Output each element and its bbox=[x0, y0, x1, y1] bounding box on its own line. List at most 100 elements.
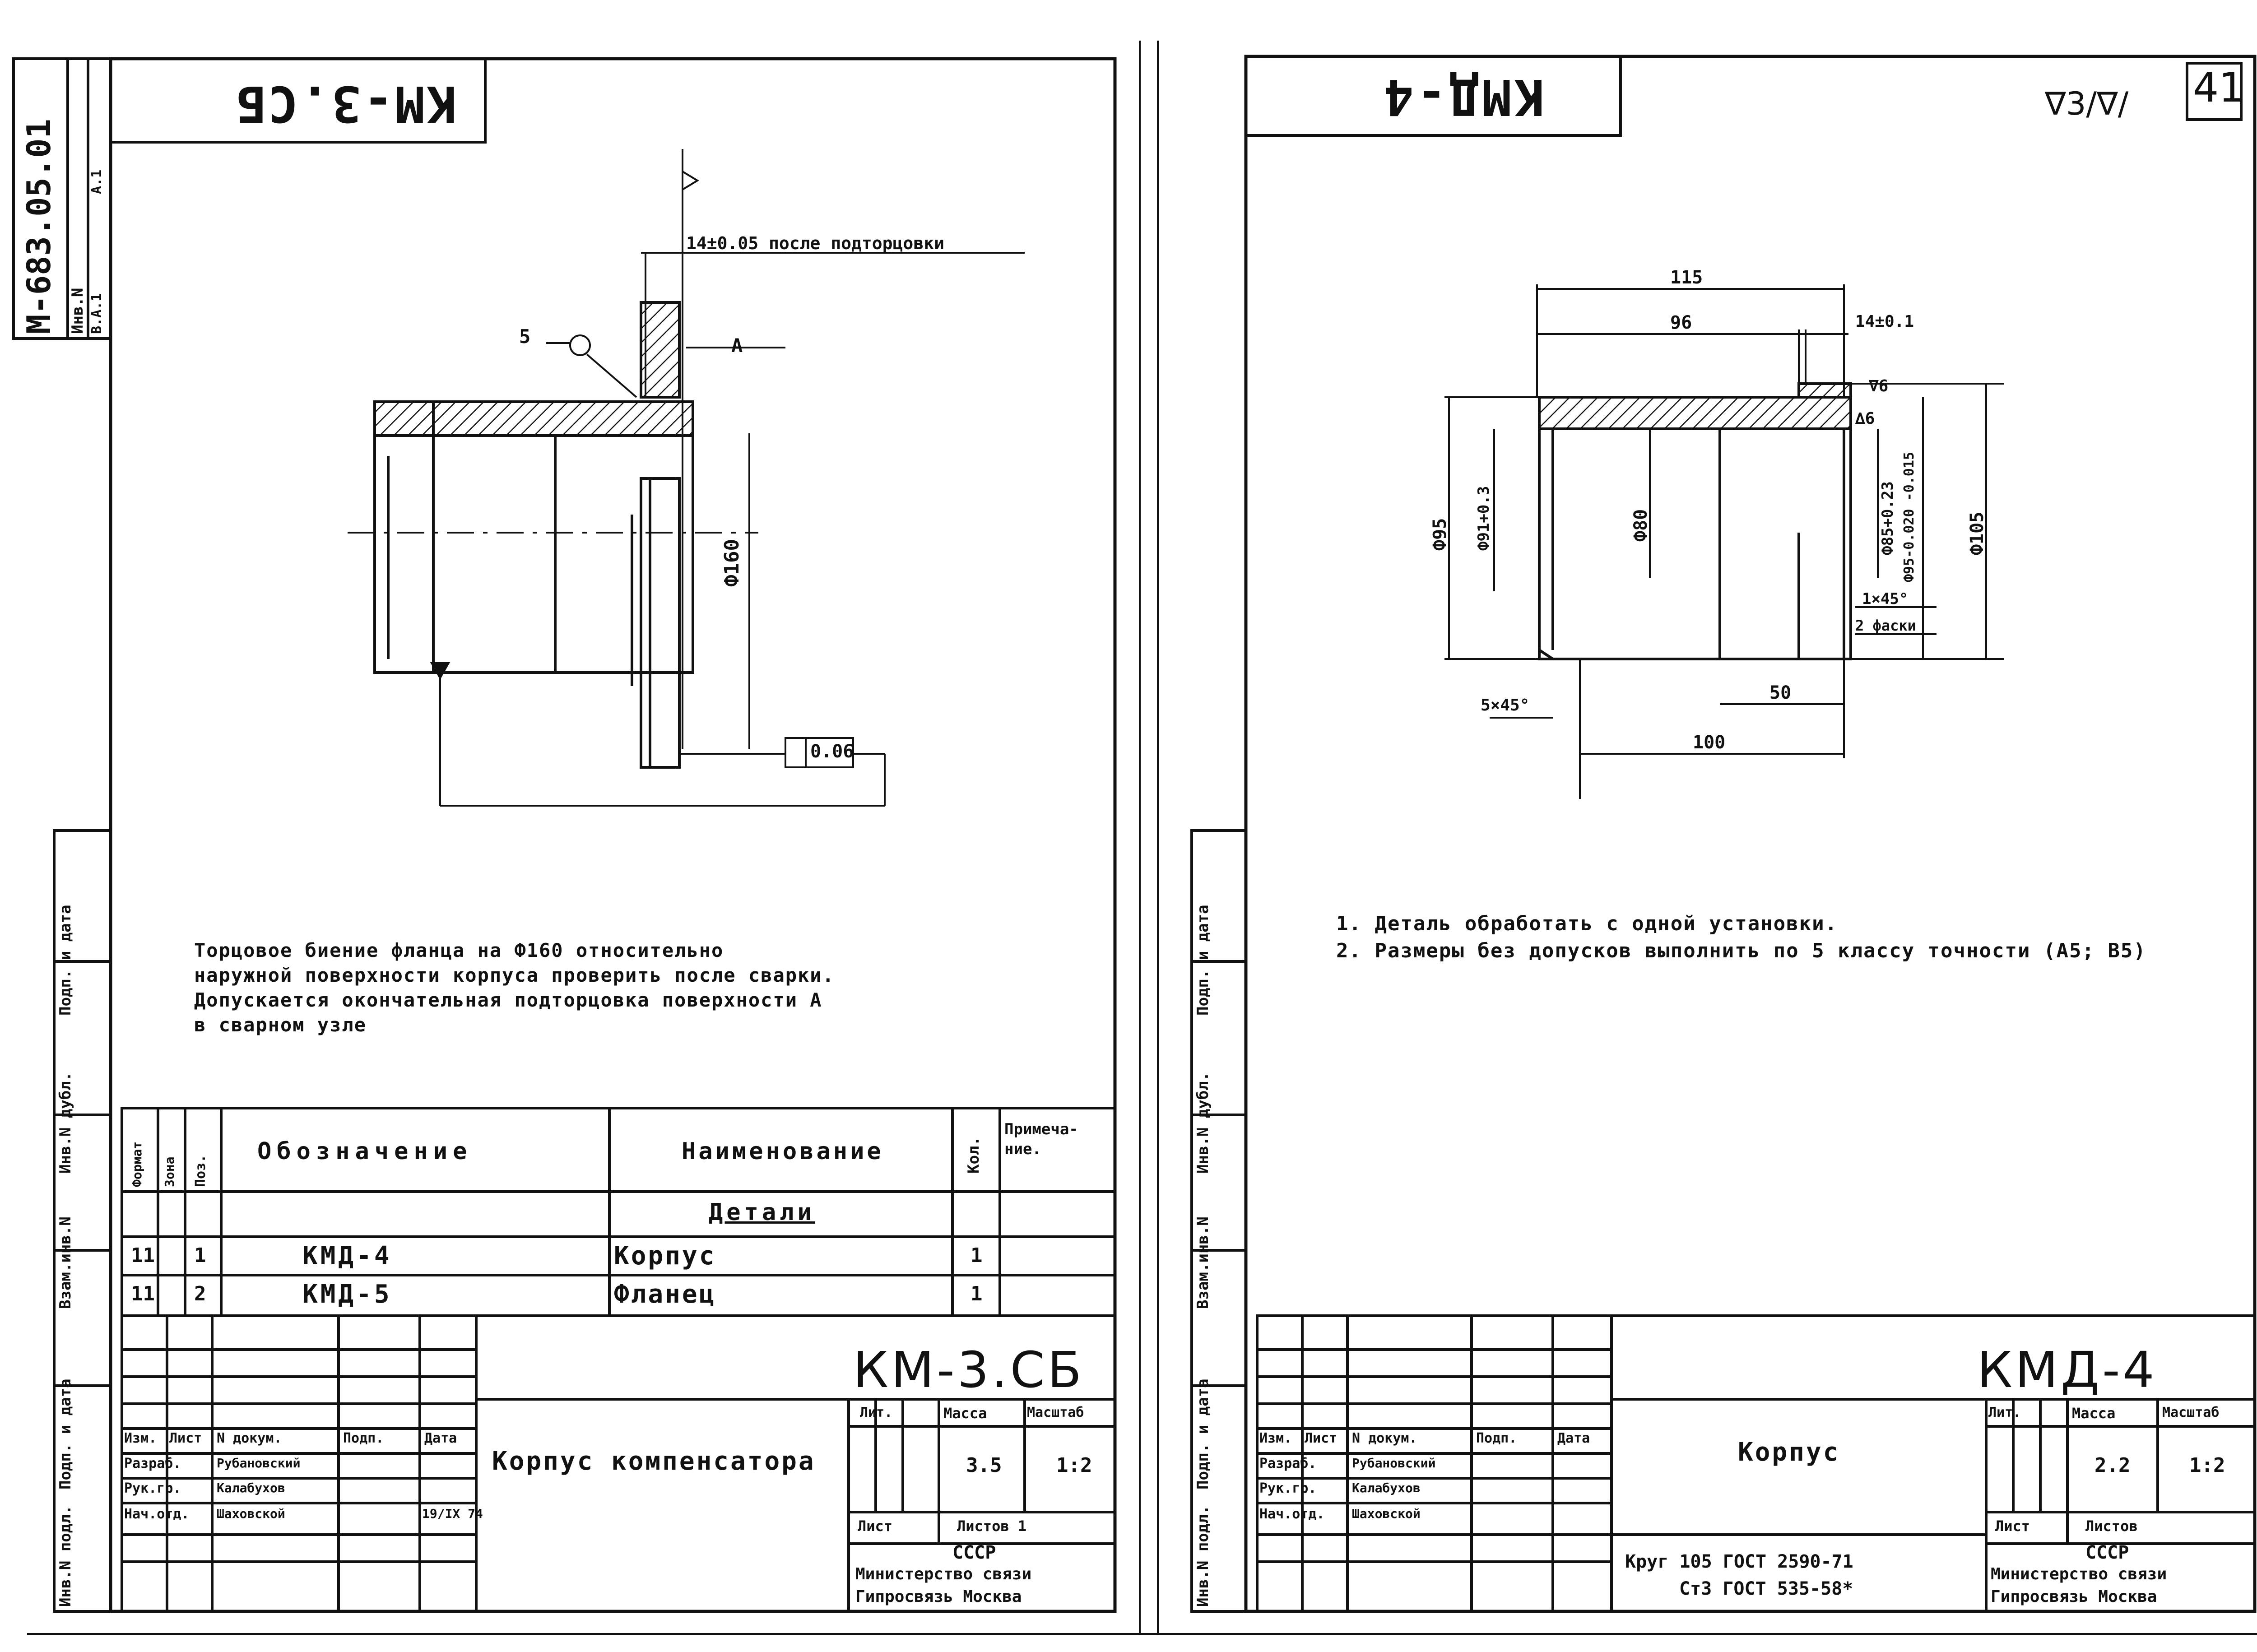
spec-row-2-qty: 1 bbox=[971, 1282, 983, 1305]
right-tb-hdr-izm: Изм. bbox=[1259, 1430, 1292, 1446]
right-tb-role-razrab: Разраб. bbox=[1259, 1456, 1317, 1471]
spec-header-name: Наименование bbox=[682, 1138, 884, 1165]
spec-header-qty: Кол. bbox=[965, 1137, 983, 1174]
spec-row-1-qty: 1 bbox=[971, 1244, 983, 1267]
right-tb-hdr-date: Дата bbox=[1557, 1430, 1590, 1446]
side-label-podp-data-2: Подп. и дата bbox=[56, 905, 74, 1016]
dim-length-96: 96 bbox=[1670, 312, 1692, 333]
left-tb-org-3: Гипросвязь Москва bbox=[855, 1587, 1022, 1606]
left-tb-hdr-date: Дата bbox=[424, 1430, 457, 1446]
left-tb-sheet-label: Лист bbox=[858, 1517, 893, 1535]
left-tb-scale-label: Масштаб bbox=[1027, 1405, 1084, 1420]
right-tb-role-nach: Нач.отд. bbox=[1259, 1506, 1325, 1522]
spec-row-2-designation: КМД-5 bbox=[302, 1280, 392, 1309]
right-tb-hdr-list: Лист bbox=[1305, 1430, 1337, 1446]
right-side-label-podp-data: Подп. и дата bbox=[1194, 1378, 1212, 1490]
side-label-vzam-inv: Взам.инв.N bbox=[56, 1216, 74, 1309]
dim-length-100: 100 bbox=[1693, 732, 1726, 753]
dim-length-115: 115 bbox=[1670, 267, 1703, 288]
dim-diameter-160: Ф160 bbox=[720, 539, 743, 587]
spec-header-format: Формат bbox=[130, 1141, 144, 1187]
dim-diameter-95: Ф95 bbox=[1430, 518, 1450, 551]
margin-inv-sheet: А.1 bbox=[89, 169, 105, 194]
side-label-inv-dubl: Инв.N дубл. bbox=[56, 1072, 74, 1174]
right-title-code: КМД-4 bbox=[1977, 1341, 2157, 1399]
side-label-inv-podl: Инв.N подл. bbox=[56, 1505, 74, 1607]
weld-mark-number: 5 bbox=[519, 325, 531, 348]
right-tb-name-ruk: Калабухов bbox=[1352, 1480, 1421, 1495]
right-tb-mass-label: Масса bbox=[2072, 1405, 2116, 1422]
left-tb-role-ruk: Рук.гр. bbox=[124, 1480, 181, 1496]
right-tb-mass: 2.2 bbox=[2094, 1454, 2131, 1477]
right-tb-sheets-label: Листов bbox=[2085, 1517, 2138, 1535]
spec-row-1-name: Корпус bbox=[614, 1241, 716, 1271]
left-tb-hdr-ndoc: N докум. bbox=[217, 1430, 282, 1446]
right-material-line-1: Круг 105 ГОСТ 2590-71 bbox=[1625, 1551, 1853, 1572]
spec-header-note: Примеча-ние. bbox=[1004, 1120, 1078, 1159]
left-tb-org-1: СССР bbox=[952, 1542, 996, 1563]
right-side-label-vzam-inv: Взам.инв.N bbox=[1194, 1216, 1212, 1309]
spec-header-zone: Зона bbox=[162, 1156, 177, 1187]
dim-length-50: 50 bbox=[1769, 682, 1792, 703]
spec-row-2-pos: 2 bbox=[194, 1282, 206, 1305]
right-side-label-inv-podl: Инв.N подл. bbox=[1194, 1505, 1212, 1607]
right-top-stamp: КМД-4 bbox=[1381, 68, 1545, 126]
runout-tolerance: 0.06 bbox=[810, 741, 854, 762]
right-tb-role-ruk: Рук.гр. bbox=[1259, 1480, 1317, 1496]
left-tb-date-nach: 19/IX 74 bbox=[422, 1506, 483, 1521]
right-tb-name-razrab: Рубановский bbox=[1352, 1456, 1436, 1471]
note-line-3: Допускается окончательная подторцовка по… bbox=[194, 989, 822, 1011]
right-side-label-podp-data-2: Подп. и дата bbox=[1194, 905, 1212, 1016]
left-tb-sheets-label: Листов 1 bbox=[957, 1517, 1027, 1535]
margin-document-code: М-683.05.01 bbox=[20, 119, 58, 334]
right-tb-lit-label: Лит. bbox=[1988, 1405, 2021, 1420]
spec-header-designation: Обозначение bbox=[257, 1138, 473, 1165]
spec-header-pos: Поз. bbox=[193, 1154, 209, 1187]
left-title-code: КМ-3.СБ bbox=[853, 1341, 1084, 1399]
right-tb-sheet-label: Лист bbox=[1995, 1517, 2030, 1535]
right-tb-name-nach: Шаховской bbox=[1352, 1506, 1421, 1521]
spec-row-2-format: 11 bbox=[131, 1282, 155, 1305]
spec-section-details: Детали bbox=[709, 1199, 815, 1226]
page-number: 41 bbox=[2193, 64, 2245, 111]
dim-diameter-105: Ф105 bbox=[1967, 511, 1988, 555]
left-tb-hdr-podp: Подп. bbox=[343, 1430, 384, 1446]
right-side-label-inv-dubl: Инв.N дубл. bbox=[1194, 1072, 1212, 1174]
spec-row-1-pos: 1 bbox=[194, 1244, 206, 1267]
dim-chamfer: 1×45° bbox=[1862, 590, 1909, 608]
note-line-2: наружной поверхности корпуса проверить п… bbox=[194, 964, 835, 986]
margin-inv-value: В.А.1 bbox=[89, 293, 105, 334]
dim-diameter-91: Ф91+0.3 bbox=[1475, 486, 1493, 551]
left-tb-mass: 3.5 bbox=[966, 1454, 1002, 1477]
dim-length-14: 14±0.1 bbox=[1855, 312, 1914, 331]
right-tb-scale-label: Масштаб bbox=[2162, 1405, 2220, 1420]
dim-diameter-80: Ф80 bbox=[1630, 509, 1651, 542]
right-tb-hdr-ndoc: N докум. bbox=[1352, 1430, 1417, 1446]
spec-row-2-name: Фланец bbox=[614, 1280, 716, 1309]
surface-a-label: А bbox=[731, 334, 743, 357]
left-tb-mass-label: Масса bbox=[943, 1405, 987, 1422]
note-line-4: в сварном узле bbox=[194, 1014, 367, 1036]
spec-row-1-format: 11 bbox=[131, 1244, 155, 1267]
roughness-top: ∇6 bbox=[1869, 377, 1889, 395]
right-material-line-2: Ст3 ГОСТ 535-58* bbox=[1679, 1578, 1853, 1599]
right-title-name: Корпус bbox=[1738, 1438, 1840, 1467]
margin-inv-label: Инв.N bbox=[69, 288, 87, 334]
left-tb-org-2: Министерство связи bbox=[855, 1565, 1032, 1583]
dim-chamfer-5: 5×45° bbox=[1481, 696, 1530, 715]
right-tb-hdr-podp: Подп. bbox=[1476, 1430, 1517, 1446]
dim-diameter-95-tol: Ф95-0.020 -0.015 bbox=[1901, 452, 1917, 582]
dim-diameter-85: Ф85+0.23 bbox=[1879, 481, 1897, 555]
right-note-line-1: 1. Деталь обработать с одной установки. bbox=[1336, 912, 1838, 935]
side-label-podp-data: Подп. и дата bbox=[56, 1378, 74, 1490]
left-tb-name-nach: Шаховской bbox=[217, 1506, 285, 1521]
right-tb-scale: 1:2 bbox=[2189, 1454, 2225, 1477]
spec-row-1-designation: КМД-4 bbox=[302, 1241, 392, 1271]
note-line-1: Торцовое биение фланца на Ф160 относител… bbox=[194, 939, 724, 961]
right-tb-org-2: Министерство связи bbox=[1991, 1565, 2167, 1583]
left-tb-name-razrab: Рубановский bbox=[217, 1456, 301, 1471]
left-tb-name-ruk: Калабухов bbox=[217, 1480, 285, 1495]
left-title-name: Корпус компенсатора bbox=[492, 1447, 816, 1476]
left-top-stamp: КМ-3.СБ bbox=[235, 75, 457, 133]
right-tb-org-3: Гипросвязь Москва bbox=[1991, 1587, 2157, 1606]
